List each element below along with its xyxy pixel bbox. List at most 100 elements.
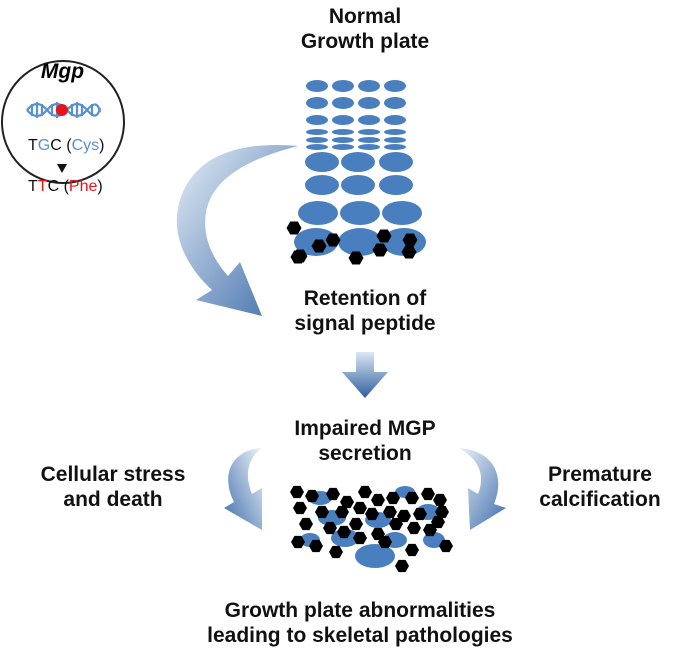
cell — [355, 544, 395, 568]
cell — [341, 175, 375, 195]
cellular-stress-label: Cellular stress and death — [18, 462, 208, 512]
cell — [306, 80, 328, 92]
normal-growth-plate-label: Normal Growth plate — [265, 4, 465, 54]
crystal-icon — [309, 539, 323, 553]
cell — [358, 80, 380, 92]
cell — [358, 144, 380, 150]
cell — [338, 228, 382, 256]
crystal-icon — [323, 521, 337, 535]
outcome-label-line2: leading to skeletal pathologies — [207, 624, 513, 647]
normal-label-line2: Growth plate — [300, 30, 430, 53]
cell — [358, 115, 380, 125]
cell — [340, 201, 380, 225]
cell — [384, 129, 406, 135]
crystal-icon — [383, 505, 397, 519]
normal-label-line1: Normal — [328, 5, 402, 28]
crystal-icon — [293, 501, 307, 515]
cell — [332, 137, 354, 143]
cell — [384, 115, 406, 125]
cell — [358, 97, 380, 109]
crystal-icon — [290, 485, 304, 499]
crystal-icon — [413, 507, 427, 521]
crystal-icon — [291, 535, 305, 549]
down-arrow — [342, 352, 388, 398]
crystal-icon — [435, 505, 449, 519]
cell — [332, 97, 354, 109]
cell — [332, 80, 354, 92]
impaired-secretion-label: Impaired MGP secretion — [260, 416, 470, 466]
crystal-icon — [358, 485, 372, 499]
cell — [358, 129, 380, 135]
crystal-icon — [405, 491, 419, 505]
codon-wt-close: ) — [99, 137, 105, 154]
crystal-icon — [395, 559, 409, 573]
crystal-icon — [326, 487, 340, 501]
cell — [306, 115, 328, 125]
retention-label-line2: signal peptide — [294, 312, 436, 335]
stress-label-line2: and death — [63, 488, 163, 511]
codon-wt-base3: C ( — [50, 137, 72, 154]
premature-label-line2: calcification — [539, 488, 661, 511]
abnormal-growth-plate — [290, 485, 453, 573]
normal-growth-plate — [286, 80, 426, 265]
codon-mut-amino-acid: Phe — [68, 178, 98, 195]
crystal-icon — [371, 493, 385, 507]
cell — [358, 137, 380, 143]
cell — [384, 97, 406, 109]
impaired-label-line1: Impaired MGP — [294, 417, 436, 440]
impaired-label-line2: secretion — [318, 442, 412, 465]
curved-arrow-calcification — [458, 448, 506, 530]
premature-label-line1: Premature — [548, 463, 652, 486]
cell — [306, 97, 328, 109]
gene-name: Mgp — [40, 60, 85, 83]
retention-label-line1: Retention of — [303, 287, 427, 310]
crystal-icon — [433, 493, 447, 507]
codon-mutant: TTC (Phe) — [28, 178, 103, 196]
crystal-icon — [348, 251, 364, 265]
crystal-icon — [315, 505, 329, 519]
crystal-icon — [423, 523, 437, 537]
cell — [306, 144, 328, 150]
crystal-icon — [405, 543, 419, 557]
cell — [382, 201, 422, 225]
retention-label: Retention of signal peptide — [260, 286, 470, 336]
crystal-icon — [286, 221, 302, 235]
curved-arrow-stress — [224, 448, 262, 530]
crystal-icon — [353, 531, 367, 545]
codon-mut-close: ) — [97, 178, 103, 195]
cell — [305, 175, 339, 195]
crystal-icon — [389, 517, 403, 531]
crystal-icon — [386, 491, 400, 505]
cell — [384, 144, 406, 150]
cell — [384, 80, 406, 92]
crystal-icon — [431, 515, 445, 529]
codon-mut-base1: T — [28, 178, 38, 195]
codon-wt-amino-acid: Cys — [71, 137, 100, 154]
crystal-icon — [378, 535, 392, 549]
cell — [341, 152, 375, 172]
crystal-icon — [311, 239, 327, 253]
crystal-icon — [376, 229, 392, 243]
cell — [305, 152, 339, 172]
cell — [306, 137, 328, 143]
crystal-icon — [401, 245, 417, 259]
crystal-icon — [325, 233, 341, 247]
cell — [332, 144, 354, 150]
codon-wt-base2: G — [37, 137, 51, 154]
crystal-icon — [337, 525, 351, 539]
cell — [306, 129, 328, 135]
stress-label-line1: Cellular stress — [40, 463, 186, 486]
mutation-arrow-icon — [57, 164, 67, 173]
crystal-icon — [353, 501, 367, 515]
premature-calcification-label: Premature calcification — [525, 462, 675, 512]
crystal-icon — [421, 487, 435, 501]
mutation-inset-circle — [1, 60, 125, 184]
crystal-icon — [397, 509, 411, 523]
cell — [332, 129, 354, 135]
crystal-icon — [439, 539, 453, 553]
crystal-icon — [402, 233, 418, 247]
mutation-site-icon — [56, 104, 68, 116]
crystal-icon — [340, 495, 354, 509]
crystal-icon — [349, 517, 363, 531]
